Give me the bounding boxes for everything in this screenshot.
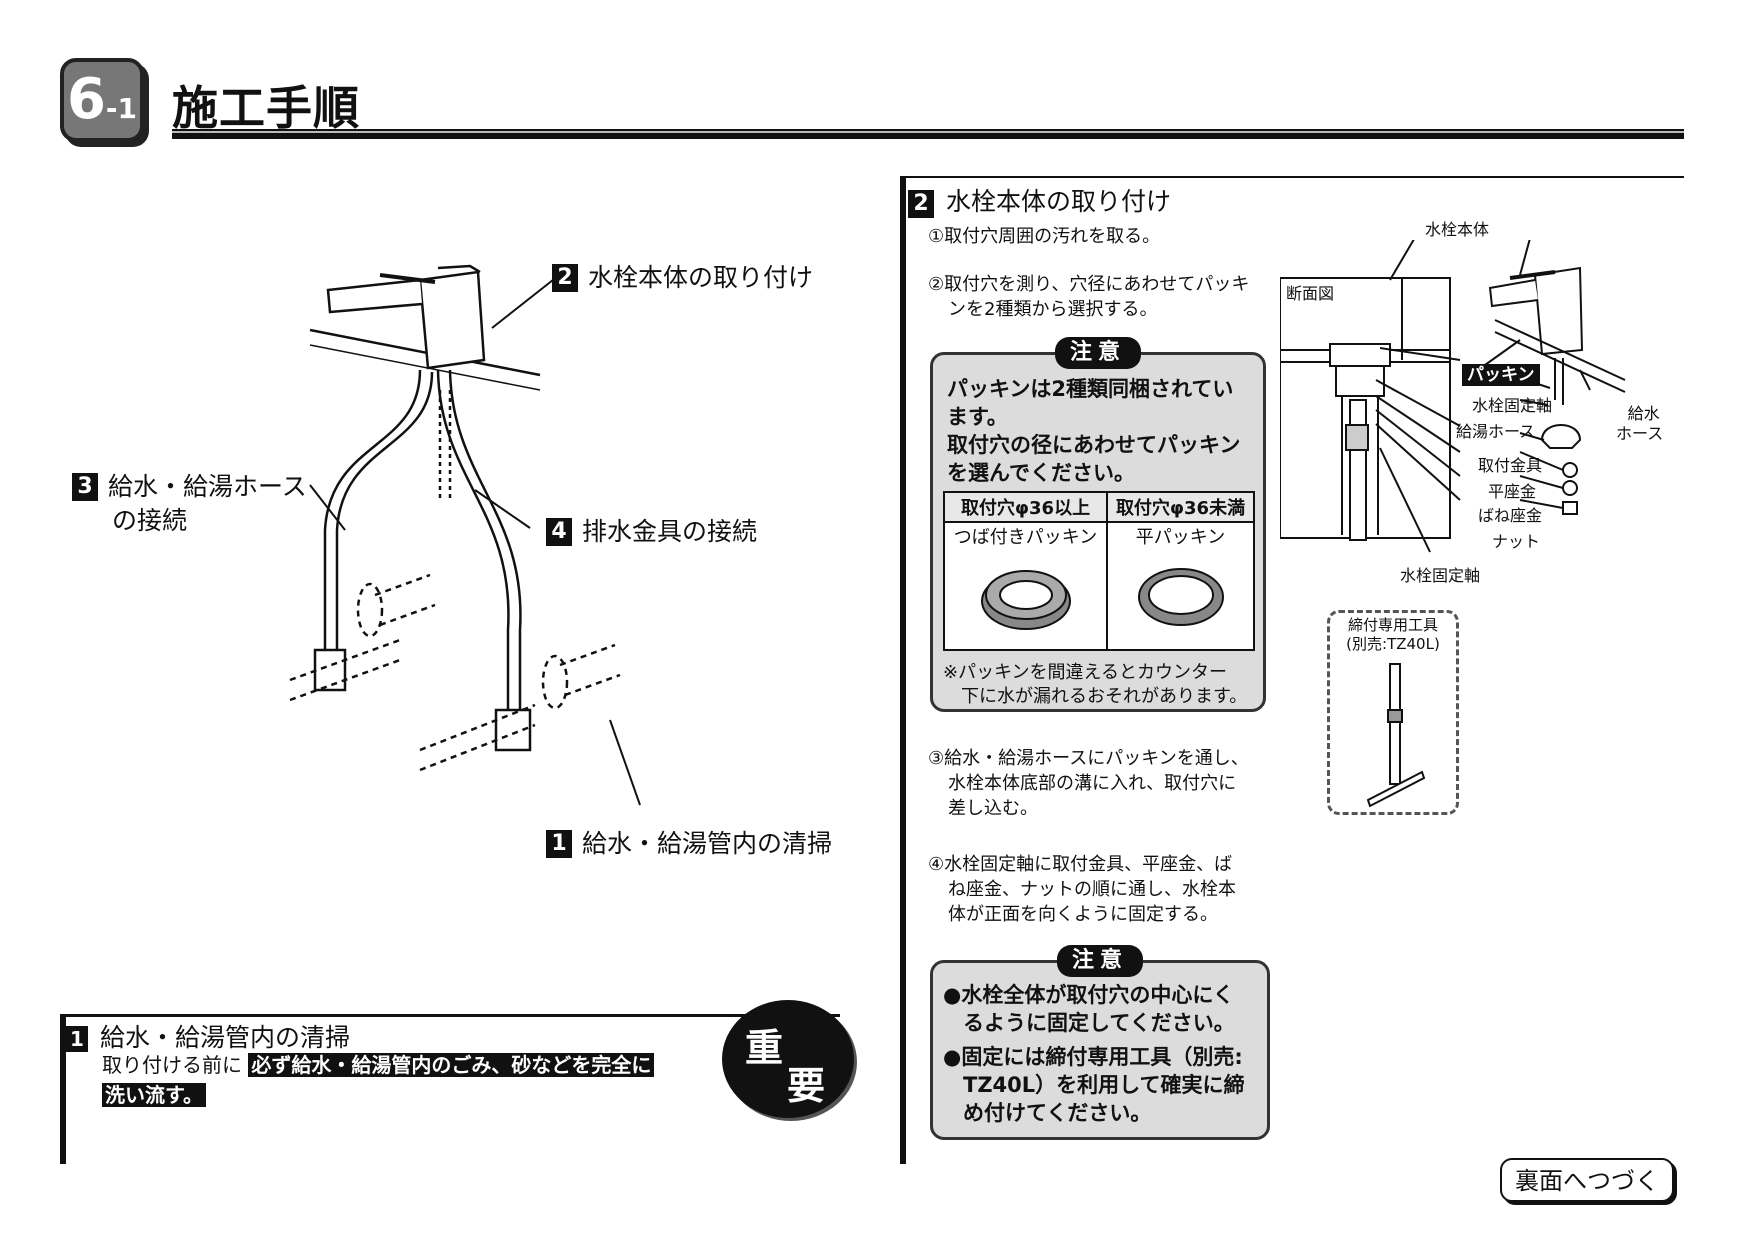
callout-pipe-cleaning: 1 給水・給湯管内の清掃 bbox=[546, 824, 832, 860]
flanged-packing-label: つば付きパッキン bbox=[953, 527, 1098, 548]
caution-line-3: ●固定には締付専用工具（別売: bbox=[943, 1045, 1243, 1069]
caution-line-2: ます。 bbox=[947, 405, 1008, 429]
caution-tag: 注意 bbox=[1055, 337, 1141, 369]
packing-table: 取付穴φ36以上 取付穴φ36未満 つば付きパッキン 平パッキン bbox=[942, 491, 1255, 651]
caution-text: パッキンは2種類同梱されてい ます。 取付穴の径にあわせてパッキン を選んでくだ… bbox=[947, 375, 1240, 487]
caution-line-1: パッキンは2種類同梱されてい bbox=[947, 377, 1234, 401]
step-3-line-3: 差し込む。 bbox=[948, 798, 1038, 819]
label-fixing-shaft: 水栓固定軸 bbox=[1472, 396, 1553, 415]
step-4: ④水栓固定軸に取付金具、平座金、ば ね座金、ナットの順に通し、水栓本 体が正面を… bbox=[928, 852, 1288, 927]
callout-text: 排水金具の接続 bbox=[582, 517, 758, 546]
section1-number: 1 bbox=[66, 1026, 88, 1052]
packing-warning-line-1: ※パッキンを間違えるとカウンター bbox=[943, 662, 1228, 683]
label-nut: ナット bbox=[1492, 532, 1541, 551]
flat-packing-icon bbox=[1137, 568, 1224, 626]
label-faucet-body: 水栓本体 bbox=[1425, 220, 1490, 239]
label-cold-water-hose-line-2: ホース bbox=[1616, 424, 1664, 443]
continue-on-back-button[interactable]: 裏面へつづく bbox=[1500, 1158, 1674, 1202]
section2-title: 水栓本体の取り付け bbox=[946, 187, 1172, 216]
label-spring-washer: ばね座金 bbox=[1478, 506, 1543, 525]
flanged-packing-icon bbox=[980, 570, 1071, 630]
faucet-overview-illustration bbox=[289, 264, 641, 806]
label-flat-washer: 平座金 bbox=[1488, 482, 1537, 501]
packing-warning-note: ※パッキンを間違えるとカウンター 下に水が漏れるおそれがあります。 bbox=[943, 661, 1247, 709]
section2-side-rule bbox=[900, 176, 906, 1164]
flanged-packing-cell: つば付きパッキン bbox=[942, 521, 1109, 651]
callout-text-line2: の接続 bbox=[112, 506, 188, 535]
tool-label-line-1: 締付専用工具 bbox=[1347, 616, 1438, 634]
step-2-line-1: ②取付穴を測り、穴径にあわせてパッキ bbox=[928, 274, 1250, 295]
step-number: 4 bbox=[546, 518, 572, 546]
section1-body: 取り付ける前に 必ず給水・給湯管内のごみ、砂などを完全に 洗い流す。 bbox=[102, 1050, 722, 1110]
step-number: 1 bbox=[546, 830, 572, 858]
section-number: 6 bbox=[66, 67, 106, 132]
label-packing-text: パッキン bbox=[1462, 364, 1540, 386]
section-subnumber: -1 bbox=[105, 92, 138, 125]
label-packing: パッキン bbox=[1462, 360, 1540, 386]
caution-line-4: を選んでください。 bbox=[947, 461, 1135, 485]
caution-text: ●水栓全体が取付穴の中心にく るように固定してください。 ●固定には締付専用工具… bbox=[943, 981, 1245, 1127]
important-char-1: 重 bbox=[745, 1026, 784, 1070]
section1-body-prefix: 取り付ける前に bbox=[102, 1053, 242, 1077]
caution-line-2: るように固定してください。 bbox=[963, 1011, 1235, 1035]
step-3-line-2: 水栓本体底部の溝に入れ、取付穴に bbox=[948, 773, 1237, 794]
caution-line-4: TZ40L）を利用して確実に締 bbox=[963, 1073, 1245, 1097]
caution-box-fixing: 注意 ●水栓全体が取付穴の中心にく るように固定してください。 ●固定には締付専… bbox=[930, 945, 1270, 1140]
section2-rule bbox=[904, 176, 1684, 178]
caution-line-1: ●水栓全体が取付穴の中心にく bbox=[943, 983, 1234, 1007]
faucet-cross-section-diagram bbox=[1280, 240, 1626, 553]
section1-heading: 1 給水・給湯管内の清掃 bbox=[66, 1018, 350, 1054]
callout-faucet-installation: 2 水栓本体の取り付け bbox=[552, 258, 813, 294]
section2-number: 2 bbox=[908, 190, 934, 218]
section1-highlight-2: 洗い流す。 bbox=[102, 1083, 206, 1107]
step-4-line-1: ④水栓固定軸に取付金具、平座金、ば bbox=[928, 854, 1233, 875]
step-4-line-3: 体が正面を向くように固定する。 bbox=[948, 904, 1218, 925]
step-2-line-2: ンを2種類から選択する。 bbox=[948, 299, 1158, 320]
label-hot-water-hose: 給湯ホース bbox=[1456, 422, 1536, 441]
section1-side-rule bbox=[60, 1014, 66, 1164]
step-number: 2 bbox=[552, 264, 578, 292]
label-cold-water-hose-line-1: 給水 bbox=[1627, 404, 1660, 423]
callout-text: 給水・給湯管内の清掃 bbox=[582, 829, 833, 858]
tool-label: 締付専用工具 (別売:TZ40L) bbox=[1327, 616, 1459, 654]
section-number-badge: 6-1 bbox=[60, 58, 144, 142]
step-number: 3 bbox=[72, 473, 98, 501]
section2-heading: 2 水栓本体の取り付け bbox=[908, 182, 1171, 218]
label-section-view: 断面図 bbox=[1286, 284, 1335, 303]
caution-box-packing: 注意 パッキンは2種類同梱されてい ます。 取付穴の径にあわせてパッキン を選ん… bbox=[930, 337, 1266, 712]
tightening-tool-icon bbox=[1366, 663, 1426, 808]
section1-highlight: 必ず給水・給湯管内のごみ、砂などを完全に bbox=[248, 1053, 655, 1077]
section1-title: 給水・給湯管内の清掃 bbox=[100, 1023, 351, 1052]
caution-line-3: 取付穴の径にあわせてパッキン bbox=[947, 433, 1241, 457]
packing-col2-head: 取付穴φ36未満 bbox=[1106, 491, 1255, 523]
packing-warning-line-2: 下に水が漏れるおそれがあります。 bbox=[961, 686, 1248, 707]
packing-col1-head: 取付穴φ36以上 bbox=[942, 491, 1109, 523]
callout-drain-connection: 4 排水金具の接続 bbox=[546, 512, 757, 548]
step-3-line-1: ③給水・給湯ホースにパッキンを通し、 bbox=[928, 748, 1249, 769]
page-title: 施工手順 bbox=[172, 81, 360, 135]
tool-label-line-2: (別売:TZ40L) bbox=[1346, 635, 1440, 653]
title-rule bbox=[172, 129, 1684, 139]
callout-text: 水栓本体の取り付け bbox=[588, 263, 814, 292]
step-1: ①取付穴周囲の汚れを取る。 bbox=[928, 224, 1288, 249]
step-4-line-2: ね座金、ナットの順に通し、水栓本 bbox=[948, 879, 1236, 900]
important-char-2: 要 bbox=[787, 1064, 826, 1108]
tool-box bbox=[1327, 610, 1459, 815]
flat-packing-label: 平パッキン bbox=[1135, 527, 1226, 548]
caution-tag: 注意 bbox=[1057, 945, 1143, 977]
step-1-text: ①取付穴周囲の汚れを取る。 bbox=[928, 226, 1161, 247]
step-2: ②取付穴を測り、穴径にあわせてパッキ ンを2種類から選択する。 bbox=[928, 272, 1288, 322]
label-bracket: 取付金具 bbox=[1478, 456, 1543, 475]
step-3: ③給水・給湯ホースにパッキンを通し、 水栓本体底部の溝に入れ、取付穴に 差し込む… bbox=[928, 746, 1288, 821]
label-cold-water-hose: 給水 ホース bbox=[1616, 404, 1663, 444]
important-badge: 重 要 bbox=[722, 1000, 854, 1118]
caution-line-5: め付けてください。 bbox=[963, 1101, 1152, 1125]
callout-text: 給水・給湯ホース bbox=[108, 472, 307, 501]
callout-hose-connection: 3 給水・給湯ホース の接続 bbox=[72, 470, 307, 538]
flat-packing-cell: 平パッキン bbox=[1106, 521, 1255, 651]
section1-rule bbox=[60, 1014, 840, 1017]
label-fixing-shaft-bottom: 水栓固定軸 bbox=[1400, 566, 1481, 585]
